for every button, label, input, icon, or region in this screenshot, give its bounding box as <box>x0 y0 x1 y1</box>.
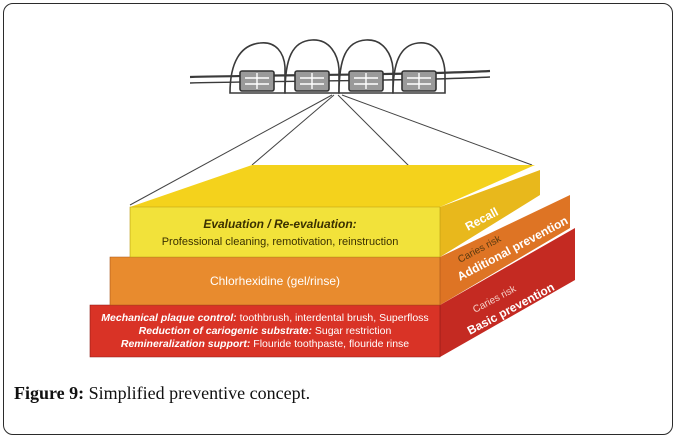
chlorhexidine-text: Chlorhexidine (gel/rinse) <box>210 274 340 288</box>
top-layer-face <box>130 165 535 207</box>
caption-text: Simplified preventive concept. <box>84 383 311 403</box>
caption-label: Figure 9: <box>14 383 85 403</box>
top-layer-front <box>129 206 441 258</box>
pyramid-diagram: Recall Caries risk Additional prevention… <box>89 39 575 358</box>
pointer-lines <box>129 94 533 206</box>
basic-line-2: Reduction of cariogenic substrate: Sugar… <box>139 325 392 337</box>
evaluation-detail: Professional cleaning, remotivation, rei… <box>162 236 399 248</box>
preventive-pyramid-figure: Recall Caries risk Additional prevention… <box>80 35 600 365</box>
basic-line-3: Remineralization support: Flouride tooth… <box>121 338 409 350</box>
figure-caption: Figure 9: Simplified preventive concept. <box>14 383 310 404</box>
archwire <box>189 69 491 79</box>
teeth-brackets-illustration <box>189 39 491 94</box>
basic-line-1: Mechanical plaque control: toothbrush, i… <box>101 312 428 324</box>
layer-recall <box>129 165 540 258</box>
evaluation-heading: Evaluation / Re-evaluation: <box>203 217 356 231</box>
